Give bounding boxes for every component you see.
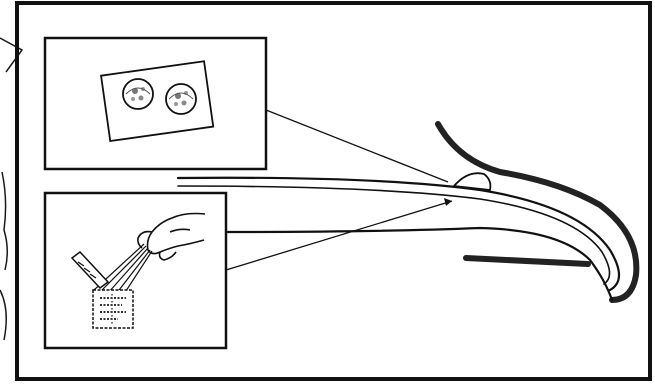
top-inset-panel xyxy=(45,38,266,169)
specimen-tag xyxy=(93,290,133,328)
arrowhead xyxy=(444,198,452,206)
bottom-inset-panel xyxy=(45,193,226,348)
circular-sample-right xyxy=(166,84,196,114)
circular-sample-left xyxy=(123,79,153,109)
